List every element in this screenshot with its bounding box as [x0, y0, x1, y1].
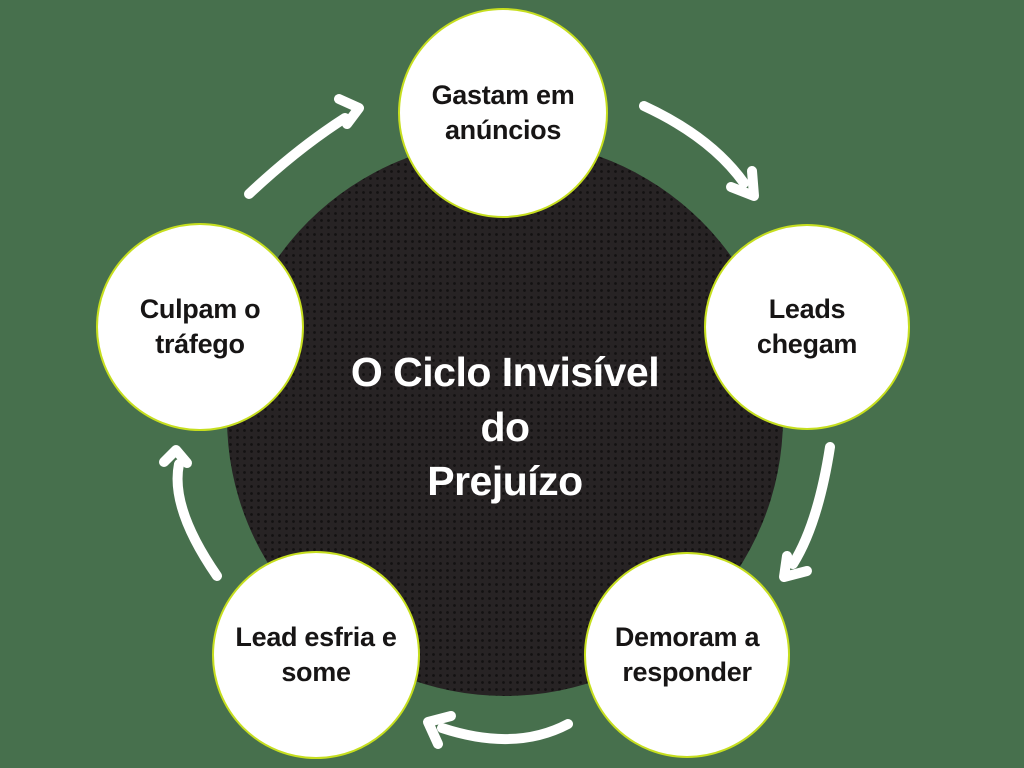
node-slow-response-line2: responder	[622, 657, 752, 687]
node-lead-cools-label: Lead esfria e some	[235, 620, 396, 689]
node-leads-arrive-label: Leads chegam	[756, 292, 858, 361]
node-blame-traffic-line1: Culpam o	[139, 294, 261, 325]
node-blame-traffic: Culpam o tráfego	[96, 223, 304, 431]
node-slow-response: Demoram a responder	[584, 552, 790, 758]
title-line-3: Prejuízo	[427, 458, 583, 505]
node-leads-arrive-line2: chegam	[756, 329, 858, 359]
curved-arrow-blame-traffic-to-spend-ads-icon	[244, 94, 364, 199]
node-lead-cools-line1: Lead esfria e	[235, 622, 397, 653]
diagram-title: O Ciclo Invisível do Prejuízo	[350, 345, 660, 509]
node-slow-response-line1: Demoram a	[614, 622, 760, 653]
node-blame-traffic-line2: tráfego	[155, 329, 245, 359]
node-spend-ads: Gastam em anúncios	[398, 8, 608, 218]
node-spend-ads-label: Gastam em anúncios	[432, 78, 575, 147]
node-slow-response-label: Demoram a responder	[614, 620, 760, 689]
center-circle: O Ciclo Invisível do Prejuízo	[227, 140, 783, 696]
curved-arrow-lead-cools-to-blame-traffic-icon	[159, 445, 222, 581]
node-leads-arrive: Leads chegam	[704, 224, 910, 430]
node-lead-cools-line2: some	[281, 657, 351, 687]
title-line-2: do	[480, 403, 530, 450]
node-spend-ads-line2: anúncios	[444, 115, 562, 145]
node-lead-cools: Lead esfria e some	[212, 551, 420, 759]
node-blame-traffic-label: Culpam o tráfego	[140, 292, 261, 361]
title-line-1: O Ciclo Invisível	[350, 349, 660, 396]
node-spend-ads-line1: Gastam em	[431, 80, 575, 111]
curved-arrow-leads-arrive-to-slow-response-icon	[779, 442, 835, 582]
curved-arrow-spend-ads-to-leads-arrive-icon	[639, 101, 759, 201]
curved-arrow-slow-response-to-lead-cools-icon	[423, 711, 573, 749]
node-leads-arrive-line1: Leads	[768, 294, 846, 325]
